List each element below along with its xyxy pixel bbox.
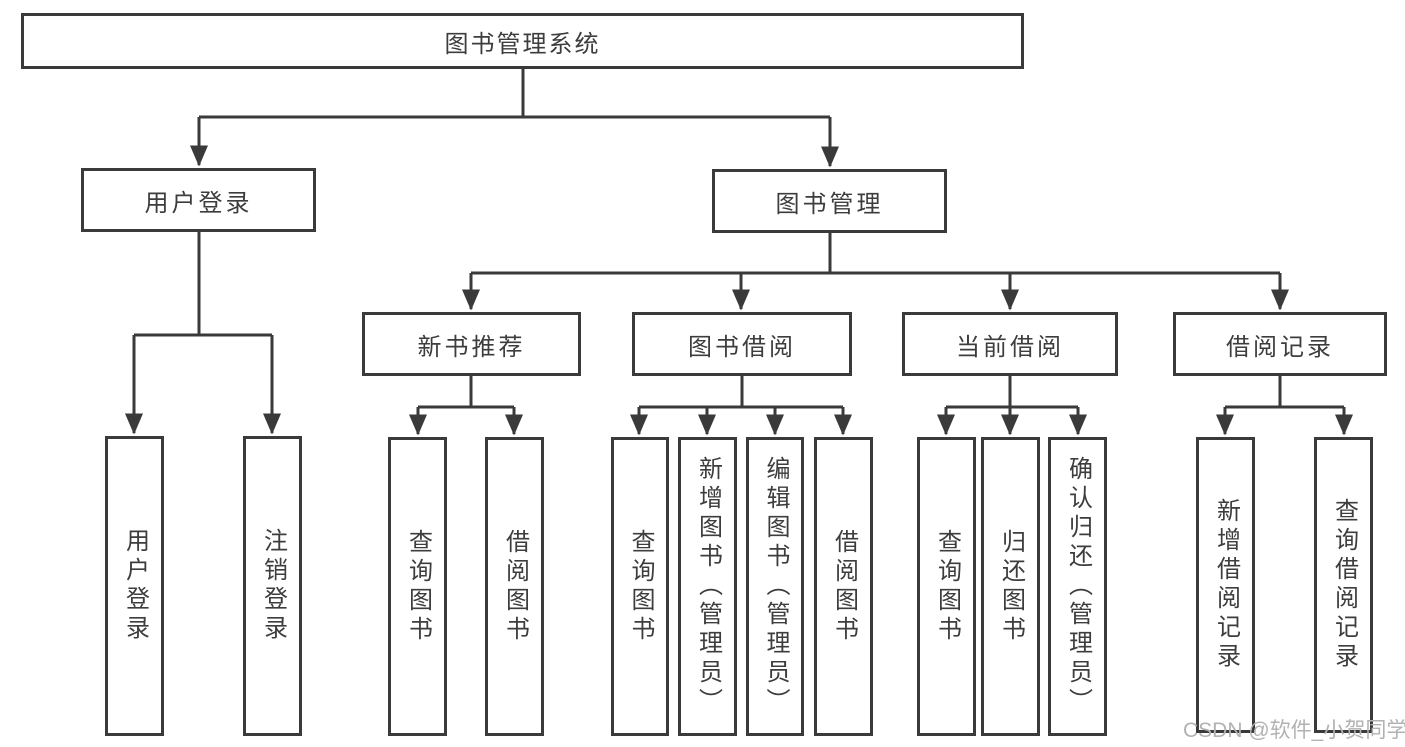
leaf-borrow-books-borrowing: 借阅图书 bbox=[814, 437, 873, 736]
node-user-login: 用户登录 bbox=[81, 168, 316, 232]
connector-book-borrowing bbox=[630, 376, 852, 436]
connector-user-login bbox=[125, 232, 281, 435]
connector-root bbox=[190, 68, 839, 168]
leaf-query-books-borrowing: 查询图书 bbox=[611, 437, 669, 736]
watermark: CSDN @软件_小贺同学 bbox=[1183, 719, 1405, 742]
leaf-query-borrow-record: 查询借阅记录 bbox=[1314, 437, 1373, 733]
leaf-query-books-recommend: 查询图书 bbox=[388, 437, 447, 736]
connector-current-borrowing bbox=[937, 376, 1087, 436]
leaf-logout: 注销登录 bbox=[243, 436, 302, 736]
leaf-borrow-books-recommend: 借阅图书 bbox=[485, 437, 544, 736]
leaf-return-books: 归还图书 bbox=[981, 437, 1040, 736]
leaf-add-borrow-record: 新增借阅记录 bbox=[1196, 437, 1255, 733]
leaf-edit-books-admin: 编辑图书（管理员） bbox=[746, 437, 804, 736]
leaf-query-books-current: 查询图书 bbox=[917, 437, 976, 736]
leaf-add-books-admin: 新增图书（管理员） bbox=[678, 437, 737, 736]
leaf-confirm-return-admin: 确认归还（管理员） bbox=[1048, 437, 1107, 736]
node-current-borrowing: 当前借阅 bbox=[902, 312, 1118, 376]
node-book-management: 图书管理 bbox=[712, 169, 947, 233]
leaf-user-login: 用户登录 bbox=[105, 436, 164, 736]
connector-new-book-recommendation bbox=[409, 376, 523, 436]
connector-book-management bbox=[462, 233, 1289, 311]
node-book-borrowing: 图书借阅 bbox=[632, 312, 852, 376]
connector-borrowing-records bbox=[1216, 376, 1353, 436]
node-root: 图书管理系统 bbox=[21, 13, 1024, 69]
node-new-book-recommendation: 新书推荐 bbox=[362, 312, 581, 376]
node-borrowing-records: 借阅记录 bbox=[1173, 312, 1387, 376]
